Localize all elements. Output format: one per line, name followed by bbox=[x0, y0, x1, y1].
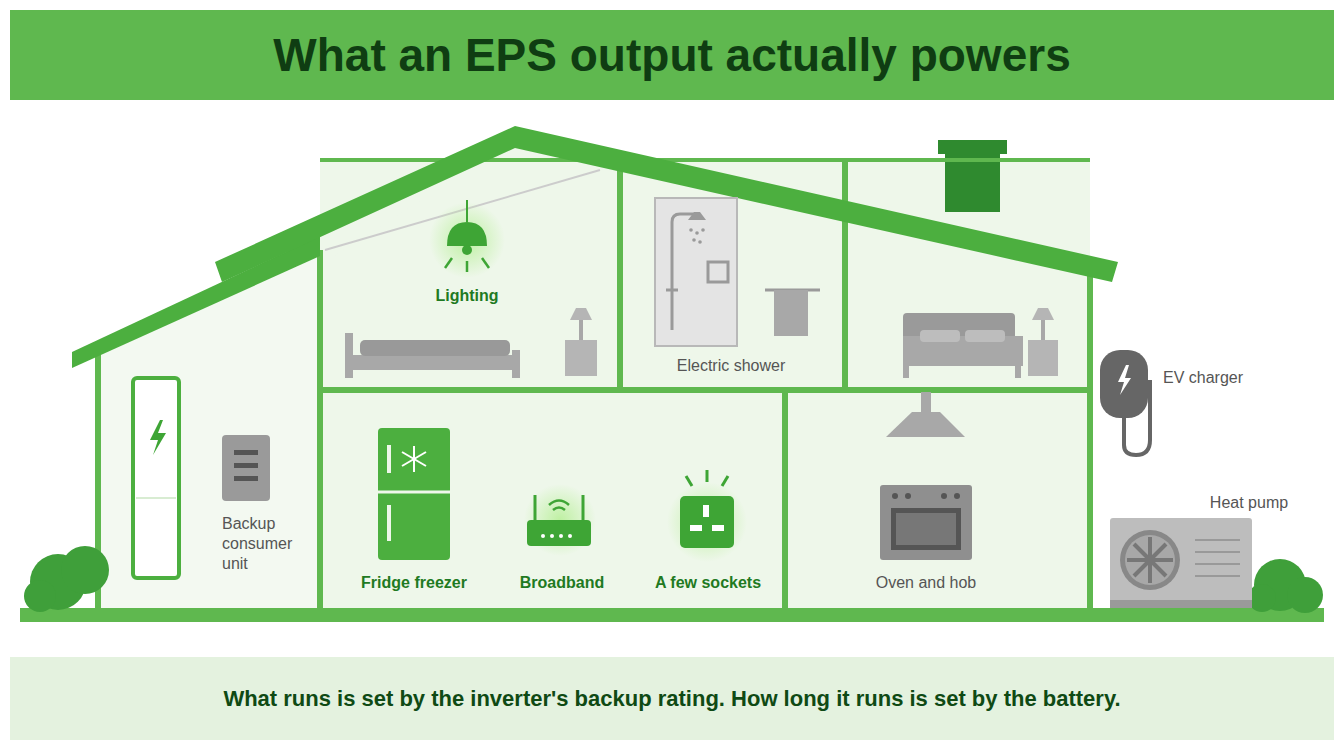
title-band bbox=[10, 10, 1334, 100]
part-label: Heat pump bbox=[1210, 493, 1288, 513]
part-label: Fridge freezer bbox=[361, 573, 467, 593]
part-label: Broadband bbox=[520, 573, 604, 593]
part-label: Backup consumer unit bbox=[222, 514, 312, 574]
part-label: A few sockets bbox=[655, 573, 761, 593]
part-label: EV charger bbox=[1163, 368, 1243, 388]
part-label: Electric shower bbox=[677, 356, 785, 376]
caption-text: What runs is set by the inverter's backu… bbox=[10, 657, 1334, 740]
part-label: Oven and hob bbox=[876, 573, 977, 593]
caption-band bbox=[10, 657, 1334, 740]
title-text: What an EPS output actually powers bbox=[10, 10, 1334, 100]
part-label: Lighting bbox=[435, 286, 498, 306]
